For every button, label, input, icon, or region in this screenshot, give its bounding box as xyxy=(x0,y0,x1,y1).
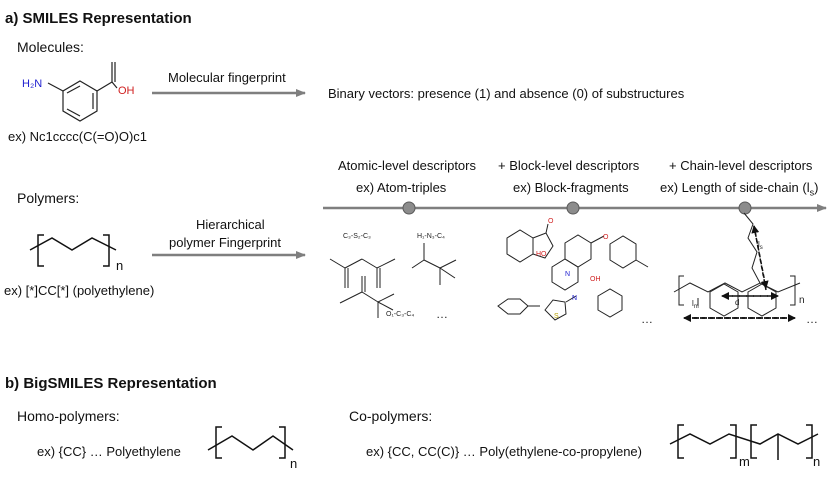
hierarchical-label-line1: Hierarchical xyxy=(196,217,265,232)
aminobenzoic-acid-structure xyxy=(47,62,118,122)
chain-subscript-n: n xyxy=(799,295,805,306)
fragment-nitrogen-2: N xyxy=(572,295,577,302)
co-subscript-n: n xyxy=(813,454,821,469)
polymer-subscript: n xyxy=(116,258,124,273)
co-polymers-label: Co-polymers: xyxy=(349,408,433,424)
timeline-node-block xyxy=(566,201,580,215)
fragment-oh-2: OH xyxy=(590,276,601,283)
side-chain-length-arrow xyxy=(751,225,767,291)
main-chain-label: lm xyxy=(692,299,699,310)
co-subscript-m: m xyxy=(739,454,750,469)
level-atomic-example: ex) Atom-triples xyxy=(356,180,447,195)
fingerprint-output: Binary vectors: presence (1) and absence… xyxy=(328,86,685,101)
amine-atom-label: H₂N xyxy=(22,78,42,90)
chain-ellipsis: … xyxy=(806,312,818,326)
side-chain-length-arrow-back xyxy=(753,225,769,289)
homo-example: ex) {CC} … Polyethylene xyxy=(37,444,181,459)
fragment-oh-1: HO xyxy=(536,251,547,258)
fingerprint-label: Molecular fingerprint xyxy=(168,70,286,85)
timeline-node-chain xyxy=(738,201,752,215)
block-fragment-sketches xyxy=(497,223,649,321)
hydroxyl-atom-label: OH xyxy=(118,85,135,97)
side-chain-label: ls xyxy=(758,240,763,251)
level-chain-example: ex) Length of side-chain (ls) xyxy=(660,180,819,198)
triple-ellipsis: … xyxy=(436,307,448,321)
timeline-node-atomic xyxy=(402,201,416,215)
fragment-nitrogen-1: N xyxy=(565,271,570,278)
atom-triple-sketches xyxy=(329,243,457,318)
polymer-example: ex) [*]CC[*] (polyethylene) xyxy=(4,283,155,298)
level-atomic-title: Atomic-level descriptors xyxy=(338,158,476,173)
polymers-label: Polymers: xyxy=(17,190,80,206)
level-block-example: ex) Block-fragments xyxy=(513,180,629,195)
homo-subscript: n xyxy=(290,456,298,471)
fragment-ellipsis: … xyxy=(641,312,653,326)
section-b-title: b) BigSMILES Representation xyxy=(5,375,217,392)
polyethylene-structure xyxy=(29,234,117,267)
co-example: ex) {CC, CC(C)} … Poly(ethylene-co-propy… xyxy=(366,444,642,459)
triple-label-2: H₁-N₃-C₄ xyxy=(417,233,445,240)
fragment-sulfur: S xyxy=(554,313,559,320)
co-polymer-structure xyxy=(669,424,819,460)
homo-polymer-structure xyxy=(207,426,294,459)
section-a-title: a) SMILES Representation xyxy=(5,10,192,27)
hierarchical-label-line2: polymer Fingerprint xyxy=(169,235,281,250)
spacing-label: d xyxy=(735,298,739,307)
level-block-title: + Block-level descriptors xyxy=(498,158,640,173)
level-chain-title: + Chain-level descriptors xyxy=(669,158,813,173)
fragment-oxygen-2: O xyxy=(603,234,609,241)
fragment-oxygen-1: O xyxy=(548,218,554,225)
molecule-example: ex) Nc1cccc(C(=O)O)c1 xyxy=(8,129,148,144)
triple-label-3: O₁-C₃-C₄ xyxy=(386,311,414,318)
homo-polymers-label: Homo-polymers: xyxy=(17,408,120,424)
molecules-label: Molecules: xyxy=(17,39,84,55)
triple-label-1: C₃-S₂-C₃ xyxy=(343,233,371,240)
